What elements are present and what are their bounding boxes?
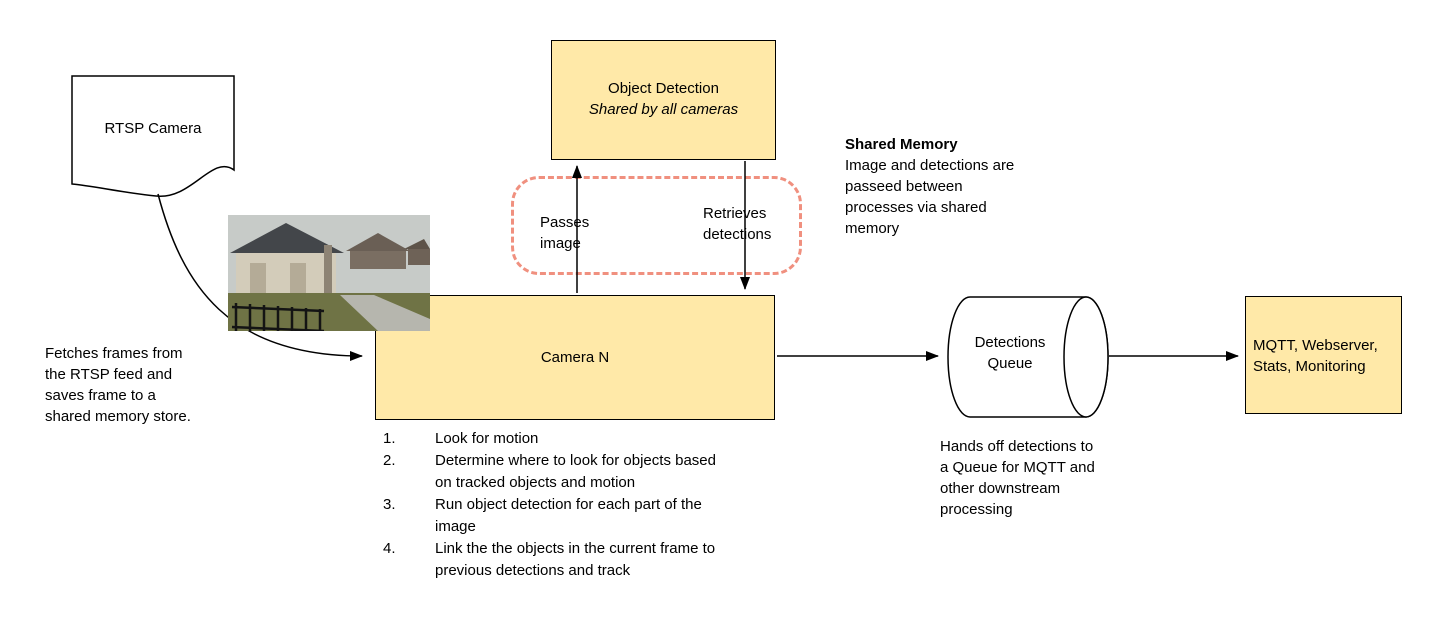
camera-step-2: 2. Determine where to look for objects b… <box>383 450 773 494</box>
step-number: 2. <box>383 452 396 469</box>
shared-memory-note-body: Image and detections are passeed between… <box>845 157 1015 237</box>
retrieves-detections-label: Retrieves detections <box>703 205 772 243</box>
shared-memory-note: Shared Memory Image and detections are p… <box>845 134 1035 239</box>
step-number: 3. <box>383 496 396 513</box>
camera-step-4: 4. Link the the objects in the current f… <box>383 538 773 582</box>
camera-snapshot-image <box>228 215 430 331</box>
object-detection-title: Object Detection <box>608 80 719 97</box>
camera-steps-list: 1. Look for motion 2. Determine where to… <box>383 428 773 582</box>
step-text: Link the the objects in the current fram… <box>435 540 716 579</box>
node-mqtt <box>1245 296 1402 414</box>
step-text: Run object detection for each part of th… <box>435 496 702 535</box>
object-detection-subtitle: Shared by all cameras <box>588 101 739 118</box>
hands-off-note: Hands off detections to a Queue for MQTT… <box>940 438 1095 518</box>
node-object-detection <box>551 40 776 160</box>
mqtt-label: MQTT, Webserver, Stats, Monitoring <box>1253 337 1378 375</box>
rtsp-camera-shape <box>71 75 235 197</box>
shared-memory-dashed-region <box>511 176 802 275</box>
detections-queue-shape <box>947 296 1109 418</box>
fetch-frames-note: Fetches frames from the RTSP feed and sa… <box>45 345 191 425</box>
shared-memory-note-title: Shared Memory <box>845 136 958 153</box>
camera-step-3: 3. Run object detection for each part of… <box>383 494 773 538</box>
camera-n-label: Camera N <box>540 349 610 366</box>
camera-step-1: 1. Look for motion <box>383 428 773 450</box>
step-number: 1. <box>383 430 396 447</box>
passes-image-label: Passes image <box>540 214 590 252</box>
arrow-rtsp-to-camera <box>157 193 363 361</box>
node-camera-n <box>375 295 775 420</box>
rtsp-camera-label: RTSP Camera <box>104 120 202 137</box>
detections-queue-label: Detections Queue <box>974 334 1046 372</box>
step-number: 4. <box>383 540 396 557</box>
step-text: Determine where to look for objects base… <box>435 452 716 491</box>
object-detection-label: Object Detection Shared by all cameras <box>551 78 776 120</box>
step-text: Look for motion <box>435 430 539 447</box>
